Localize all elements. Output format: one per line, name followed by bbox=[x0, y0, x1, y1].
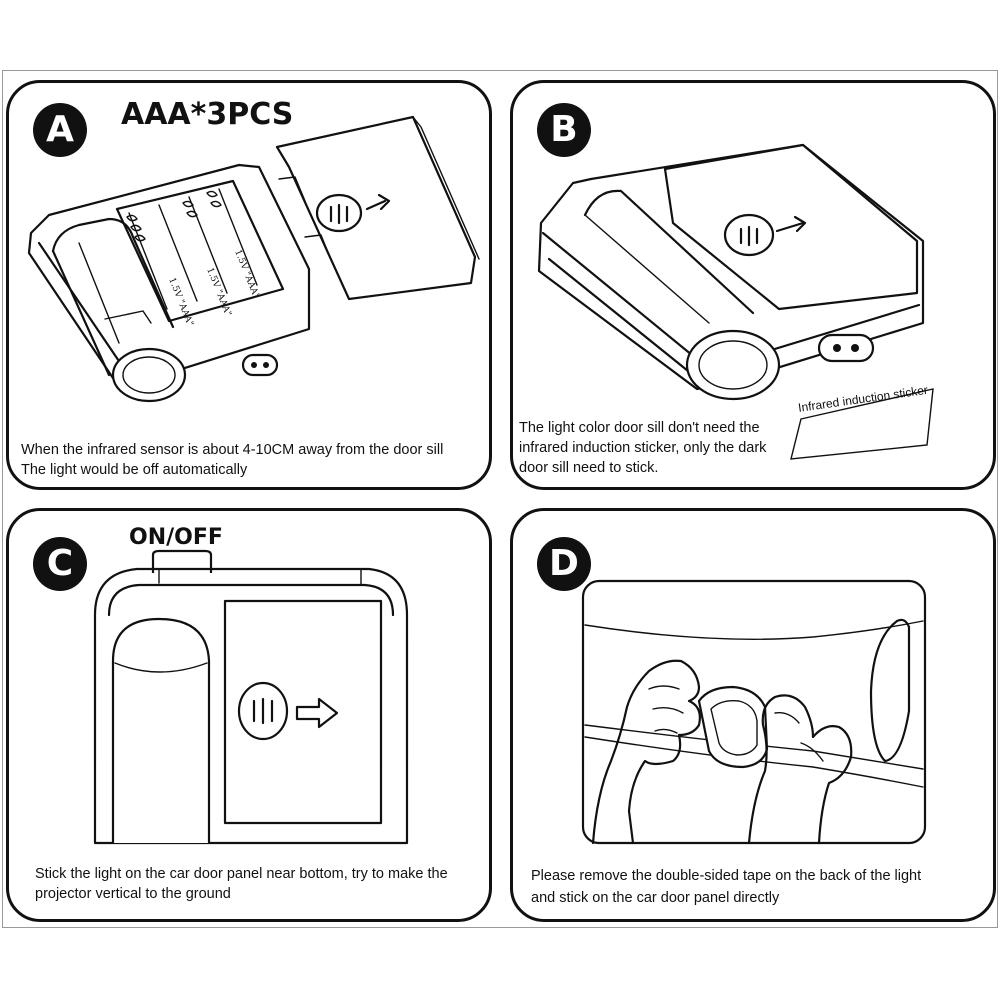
instruction-frame bbox=[2, 70, 998, 928]
battery-compartment-illustration: 1.5V "AAA" 1.5V "AAA" 1.5V "AAA" bbox=[27, 115, 480, 403]
panel-b-caption-line2: infrared induction sticker, only the dar… bbox=[519, 440, 767, 456]
panel-b-sticker: B Infrared induction sticker The light c… bbox=[510, 80, 996, 490]
panel-d-tape-removal: D Please remove the double-sided tape on… bbox=[510, 508, 996, 922]
battery-heading: AAA*3PCS bbox=[121, 97, 294, 132]
panel-c-caption-line1: Stick the light on the car door panel ne… bbox=[35, 866, 448, 882]
panel-b-caption-line3: door sill need to stick. bbox=[519, 460, 659, 476]
panel-a-battery-install: A AAA*3PCS 1.5V "AAA" 1.5V "AAA" 1.5V "A… bbox=[6, 80, 492, 490]
infrared-induction-sticker bbox=[790, 388, 934, 460]
panel-a-caption-line2: The light would be off automatically bbox=[21, 462, 248, 478]
panel-d-caption-line1: Please remove the double-sided tape on t… bbox=[531, 868, 922, 884]
panel-c-mounting: C ON/OFF Stick the light on the car door… bbox=[6, 508, 492, 922]
panel-d-caption-line2: and stick on the car door panel directly bbox=[531, 890, 780, 906]
battery-3-label: 1.5V "AAA" bbox=[232, 248, 261, 299]
device-closed-illustration bbox=[537, 143, 925, 401]
panel-c-caption-line2: projector vertical to the ground bbox=[35, 886, 231, 902]
panel-b-caption-line1: The light color door sill don't need the bbox=[519, 420, 760, 436]
step-d-badge: D bbox=[537, 537, 591, 591]
step-a-badge: A bbox=[33, 103, 87, 157]
device-front-illustration bbox=[93, 549, 409, 845]
step-c-badge: C bbox=[33, 537, 87, 591]
panel-a-caption-line1: When the infrared sensor is about 4-10CM… bbox=[21, 442, 444, 458]
step-b-badge: B bbox=[537, 103, 591, 157]
on-off-heading: ON/OFF bbox=[129, 525, 223, 550]
hands-removing-tape-illustration bbox=[581, 579, 927, 845]
